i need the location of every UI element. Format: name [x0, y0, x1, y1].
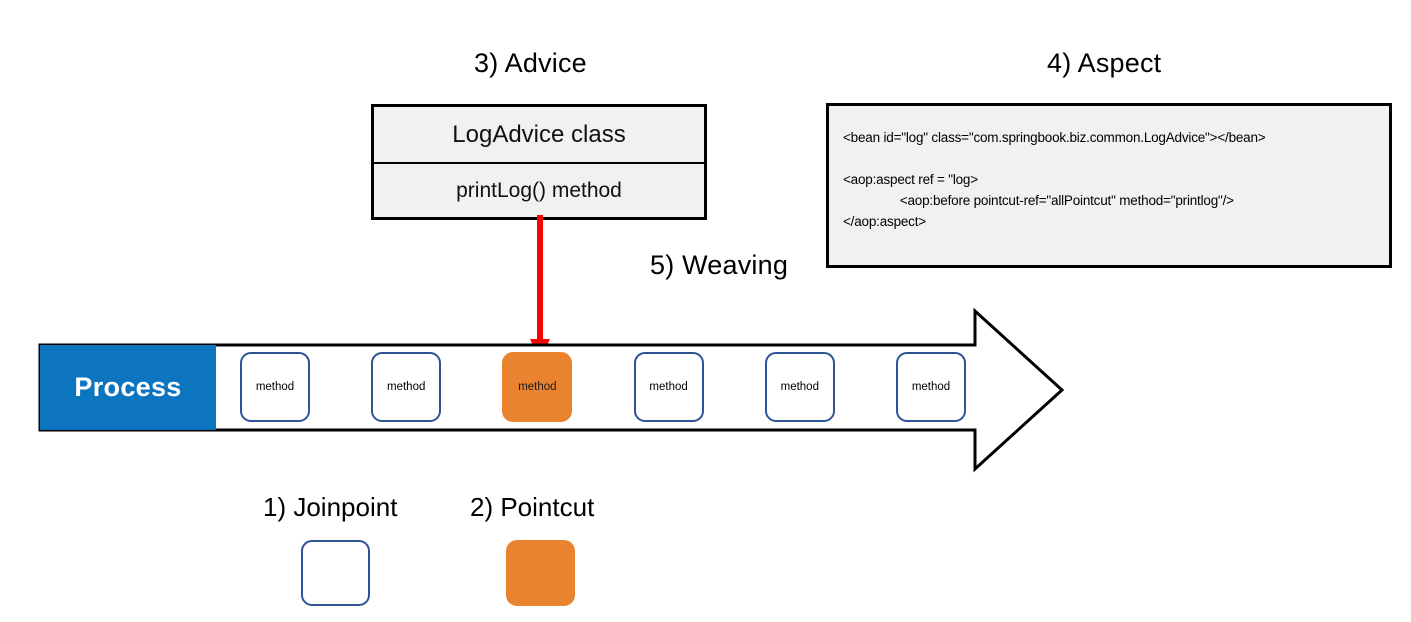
process-label-block: Process	[40, 345, 216, 430]
advice-method-name: printLog() method	[456, 178, 622, 202]
legend-joinpoint-title: 1) Joinpoint	[263, 492, 398, 522]
advice-class-box: LogAdvice class printLog() method	[371, 104, 707, 220]
method-node-label: method	[255, 381, 295, 393]
advice-section-title: 3) Advice	[474, 48, 587, 78]
method-node-6: method	[896, 352, 966, 422]
method-node-3: method	[502, 352, 573, 422]
method-node-1: method	[240, 352, 310, 422]
process-label-text: Process	[74, 372, 182, 402]
method-node-label: method	[911, 381, 951, 393]
method-node-5: method	[764, 352, 835, 422]
method-node-label: method	[649, 381, 688, 393]
aspect-config-box: <bean id="log" class="com.springbook.biz…	[826, 103, 1392, 268]
advice-class-name: LogAdvice class	[374, 107, 704, 164]
aspect-xml-code: <bean id="log" class="com.springbook.biz…	[843, 130, 1266, 229]
method-node-2: method	[371, 352, 442, 422]
weaving-section-title: 5) Weaving	[650, 250, 789, 280]
legend-joinpoint-swatch	[301, 540, 370, 606]
legend-pointcut-swatch	[506, 540, 575, 606]
method-node-label: method	[780, 381, 819, 393]
legend-pointcut-title: 2) Pointcut	[470, 492, 595, 522]
method-node-label: method	[518, 381, 557, 393]
aspect-section-title: 4) Aspect	[1047, 48, 1162, 78]
method-node-label: method	[387, 381, 426, 393]
method-node-4: method	[633, 352, 704, 422]
